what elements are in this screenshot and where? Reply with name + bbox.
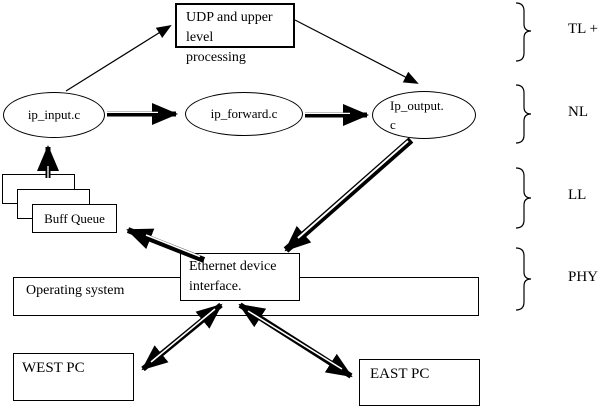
udp-box-label-line: level: [186, 30, 214, 45]
ip-output-label-line: c: [390, 117, 396, 132]
brace-ll-icon: [515, 167, 532, 229]
ip-output-ellipse: Ip_output. c: [372, 91, 476, 139]
arrow-ipforward-to-ipoutput: [305, 104, 369, 126]
ethernet-label-line: interface.: [189, 279, 242, 294]
udp-processing-box: UDP and upper level processing: [175, 3, 295, 65]
layer-label-phy: PHY: [568, 269, 599, 285]
ip-forward-ellipse: ip_forward.c: [185, 92, 303, 136]
udp-box-label-line: UDP and upper: [186, 10, 273, 25]
brace-phy-icon: [515, 247, 532, 311]
ip-input-ellipse: ip_input.c: [3, 92, 105, 138]
west-pc-box: WEST PC: [13, 353, 134, 401]
layer-label-tl: TL +: [568, 21, 598, 37]
ip-forward-label: ip_forward.c: [210, 106, 278, 121]
brace-nl-icon: [515, 84, 532, 144]
east-pc-label: EAST PC: [370, 366, 430, 382]
operating-system-label: Operating system: [26, 283, 125, 298]
arrow-ipoutput-to-ethernet: [283, 137, 414, 253]
east-pc-box: EAST PC: [359, 359, 480, 406]
arrow-udp-to-ipoutput: [294, 19, 419, 84]
buff-queue-label: Buff Queue: [44, 210, 105, 226]
ethernet-label-line: Ethernet device: [189, 259, 277, 274]
layer-label-nl: NL: [568, 104, 588, 120]
layer-label-ll: LL: [568, 187, 587, 203]
udp-box-label-line: processing: [186, 50, 246, 65]
arrow-ipinput-to-ipforward: [107, 103, 178, 125]
buff-queue-box: Buff Queue: [32, 204, 117, 233]
ip-input-label: ip_input.c: [27, 107, 81, 122]
arrow-ipinput-to-udp: [65, 24, 172, 92]
brace-tl-icon: [515, 2, 532, 62]
ip-output-label-line: Ip_output.: [390, 98, 444, 113]
west-pc-label: WEST PC: [22, 360, 85, 376]
layer-braces: [515, 2, 532, 311]
ethernet-interface-box: Ethernet device interface.: [180, 253, 300, 301]
